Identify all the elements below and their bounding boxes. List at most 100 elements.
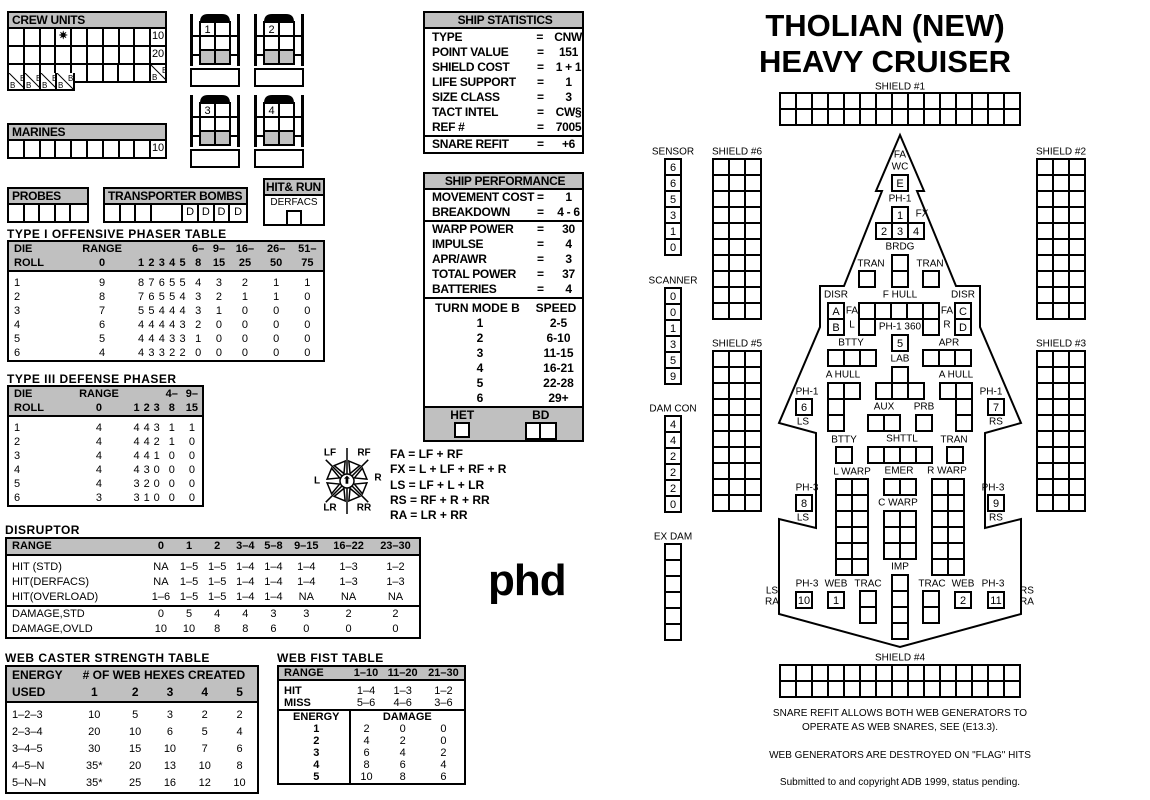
shield-2-box[interactable] bbox=[1068, 206, 1086, 224]
rwarp-box[interactable] bbox=[931, 510, 949, 528]
shuttle-box[interactable] bbox=[263, 49, 280, 65]
shield-2-box[interactable] bbox=[1052, 222, 1070, 240]
shield-6-box[interactable] bbox=[744, 286, 762, 304]
ahull-l-box[interactable] bbox=[843, 382, 861, 400]
tran-l-box[interactable] bbox=[858, 270, 876, 288]
probe-box[interactable] bbox=[25, 205, 41, 221]
shield-1-box[interactable] bbox=[875, 108, 893, 126]
shield-4-box[interactable] bbox=[987, 664, 1005, 682]
shield-5-box[interactable] bbox=[744, 350, 762, 368]
shield-3-box[interactable] bbox=[1036, 430, 1054, 448]
crew-box[interactable] bbox=[119, 65, 136, 81]
shuttle-box[interactable] bbox=[263, 21, 280, 37]
ph1-front-box[interactable] bbox=[907, 222, 925, 240]
shuttle-box[interactable] bbox=[263, 35, 280, 51]
shield-4-box[interactable] bbox=[843, 680, 861, 698]
trac-r-box[interactable] bbox=[922, 606, 940, 624]
dummy-bomb-box[interactable]: D bbox=[199, 205, 215, 221]
shield-2-box[interactable] bbox=[1052, 238, 1070, 256]
shuttle-bay-status-box[interactable] bbox=[254, 68, 304, 87]
exdam-box[interactable] bbox=[664, 575, 682, 593]
rwarp-box[interactable] bbox=[931, 494, 949, 512]
crew-box[interactable] bbox=[72, 47, 88, 63]
shield-1-box[interactable] bbox=[971, 92, 989, 110]
damcon-box[interactable] bbox=[664, 479, 682, 497]
shield-5-box[interactable] bbox=[728, 430, 746, 448]
shield-5-box[interactable] bbox=[712, 366, 730, 384]
shield-3-box[interactable] bbox=[1052, 350, 1070, 368]
shield-2-box[interactable] bbox=[1068, 286, 1086, 304]
emer-box[interactable] bbox=[899, 478, 917, 496]
imp-box[interactable] bbox=[891, 606, 909, 624]
shuttle-box[interactable] bbox=[278, 21, 295, 37]
shield-3-box[interactable] bbox=[1036, 462, 1054, 480]
shield-1-box[interactable] bbox=[811, 92, 829, 110]
shield-6-box[interactable] bbox=[728, 206, 746, 224]
lwarp-box[interactable] bbox=[835, 526, 853, 544]
shield-6-box[interactable] bbox=[712, 222, 730, 240]
shield-3-box[interactable] bbox=[1036, 398, 1054, 416]
shield-5-box[interactable] bbox=[712, 382, 730, 400]
scanner-box[interactable] bbox=[664, 287, 682, 305]
shield-4-box[interactable] bbox=[955, 664, 973, 682]
shield-6-box[interactable] bbox=[712, 302, 730, 320]
shield-3-box[interactable] bbox=[1052, 446, 1070, 464]
disr-l-box[interactable] bbox=[827, 318, 845, 336]
cwarp-box[interactable] bbox=[899, 526, 917, 544]
shield-6-box[interactable] bbox=[744, 222, 762, 240]
rwarp-box[interactable] bbox=[931, 558, 949, 576]
shield-3-box[interactable] bbox=[1068, 430, 1086, 448]
shuttle-box[interactable] bbox=[214, 102, 231, 118]
rwarp-box[interactable] bbox=[947, 542, 965, 560]
scanner-box[interactable] bbox=[664, 351, 682, 369]
crew-box[interactable]: ✷ bbox=[56, 29, 73, 45]
crew-box[interactable] bbox=[41, 47, 57, 63]
probe-box[interactable] bbox=[56, 205, 72, 221]
shuttle-box[interactable] bbox=[278, 35, 295, 51]
shield-3-box[interactable] bbox=[1052, 462, 1070, 480]
shield-4-box[interactable] bbox=[939, 664, 957, 682]
shield-6-box[interactable] bbox=[744, 302, 762, 320]
lwarp-box[interactable] bbox=[835, 558, 853, 576]
shield-3-box[interactable] bbox=[1052, 414, 1070, 432]
shuttle-box[interactable] bbox=[278, 116, 295, 132]
apr-box[interactable] bbox=[954, 349, 972, 367]
damcon-box[interactable] bbox=[664, 495, 682, 513]
shield-5-box[interactable] bbox=[728, 382, 746, 400]
cwarp-box[interactable] bbox=[899, 542, 917, 560]
shield-5-box[interactable] bbox=[728, 366, 746, 384]
rwarp-box[interactable] bbox=[931, 526, 949, 544]
shuttle-box[interactable] bbox=[199, 102, 216, 118]
imp-box[interactable] bbox=[891, 590, 909, 608]
shield-4-box[interactable] bbox=[811, 680, 829, 698]
shield-3-box[interactable] bbox=[1052, 430, 1070, 448]
shield-1-box[interactable] bbox=[859, 92, 877, 110]
ph1-front-box[interactable] bbox=[891, 222, 909, 240]
shuttle-box[interactable] bbox=[278, 49, 295, 65]
lwarp-box[interactable] bbox=[835, 542, 853, 560]
shield-2-box[interactable] bbox=[1052, 174, 1070, 192]
crew-box[interactable] bbox=[25, 47, 41, 63]
shield-2-box[interactable] bbox=[1036, 238, 1054, 256]
shield-4-box[interactable] bbox=[843, 664, 861, 682]
shield-4-box[interactable] bbox=[955, 680, 973, 698]
crew-box[interactable] bbox=[120, 29, 136, 45]
disr-r-box[interactable] bbox=[954, 318, 972, 336]
btty-f-box[interactable] bbox=[827, 349, 845, 367]
shield-3-box[interactable] bbox=[1068, 494, 1086, 512]
transporter-bomb-box[interactable] bbox=[121, 205, 137, 221]
shield-3-box[interactable] bbox=[1036, 478, 1054, 496]
dummy-bomb-box[interactable]: D bbox=[215, 205, 231, 221]
shield-6-box[interactable] bbox=[712, 270, 730, 288]
probe-box[interactable] bbox=[40, 205, 56, 221]
crew-box[interactable] bbox=[88, 47, 104, 63]
shield-3-box[interactable] bbox=[1068, 462, 1086, 480]
fhull-box[interactable] bbox=[922, 302, 940, 320]
shield-4-box[interactable] bbox=[875, 664, 893, 682]
bd-box[interactable] bbox=[541, 424, 555, 438]
web2-box[interactable] bbox=[954, 591, 972, 609]
sensor-box[interactable] bbox=[664, 222, 682, 240]
shield-3-box[interactable] bbox=[1052, 398, 1070, 416]
shield-3-box[interactable] bbox=[1068, 382, 1086, 400]
